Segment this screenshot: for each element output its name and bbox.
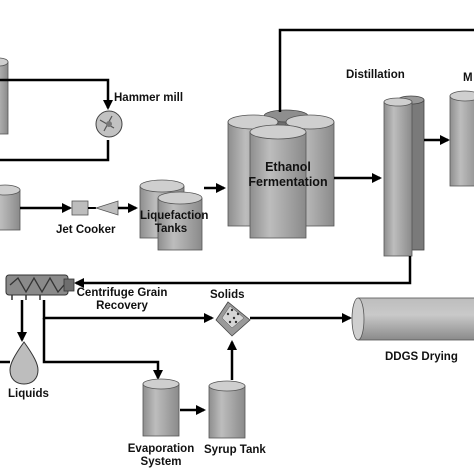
evaporation-tank-icon — [142, 378, 180, 437]
liquefaction-label: Liquefaction Tanks — [140, 210, 209, 236]
ddgs-drying-label: DDGS Drying — [385, 351, 458, 363]
ddgs-dryer-icon — [351, 297, 474, 341]
centrifuge-icon — [5, 274, 75, 300]
distillation-columns-icon — [383, 95, 425, 257]
fermentation-tanks-icon — [227, 109, 335, 239]
evaporation-label: Evaporation System — [126, 443, 196, 469]
syrup-tank-label: Syrup Tank — [204, 444, 266, 456]
liquefaction-label-line1: Liquefaction — [140, 210, 209, 222]
ethanol-label-line2: Fermentation — [248, 175, 328, 189]
fermentation-top-line — [278, 28, 474, 112]
molecular-sieve-icon — [449, 90, 474, 187]
centrifuge-label-line2: Recovery — [96, 300, 148, 312]
jet-cooker-label: Jet Cooker — [56, 224, 116, 236]
liquefaction-label-line2: Tanks — [154, 223, 188, 235]
mix-tank-icon — [0, 184, 21, 231]
syrup-tank-icon — [208, 380, 246, 439]
liquids-droplet-icon — [9, 341, 39, 385]
evaporation-label-line2: System — [140, 456, 182, 468]
solids-label: Solids — [210, 289, 245, 301]
distillation-label: Distillation — [346, 69, 405, 81]
silo-to-hammer-mill-line — [0, 78, 113, 162]
centrifuge-label: Centrifuge Grain Recovery — [70, 287, 174, 313]
ethanol-label-line1: Ethanol — [265, 160, 311, 174]
hammer-mill-icon — [95, 110, 123, 138]
evaporation-label-line1: Evaporation — [127, 443, 195, 455]
stillage-return-line — [74, 256, 412, 288]
grain-silo-icon — [0, 57, 9, 135]
jet-cooker-icon — [71, 200, 119, 216]
centrifuge-label-line1: Centrifuge Grain — [76, 287, 168, 299]
liquefaction-tanks-icon — [139, 179, 203, 251]
liquids-label: Liquids — [8, 388, 49, 400]
ethanol-fermentation-label: Ethanol Fermentation — [246, 160, 330, 190]
m-partial-label: M — [463, 72, 473, 84]
solids-mixer-icon — [215, 301, 251, 337]
hammer-mill-label: Hammer mill — [114, 92, 184, 104]
centrifuge-branch-line — [42, 318, 163, 380]
